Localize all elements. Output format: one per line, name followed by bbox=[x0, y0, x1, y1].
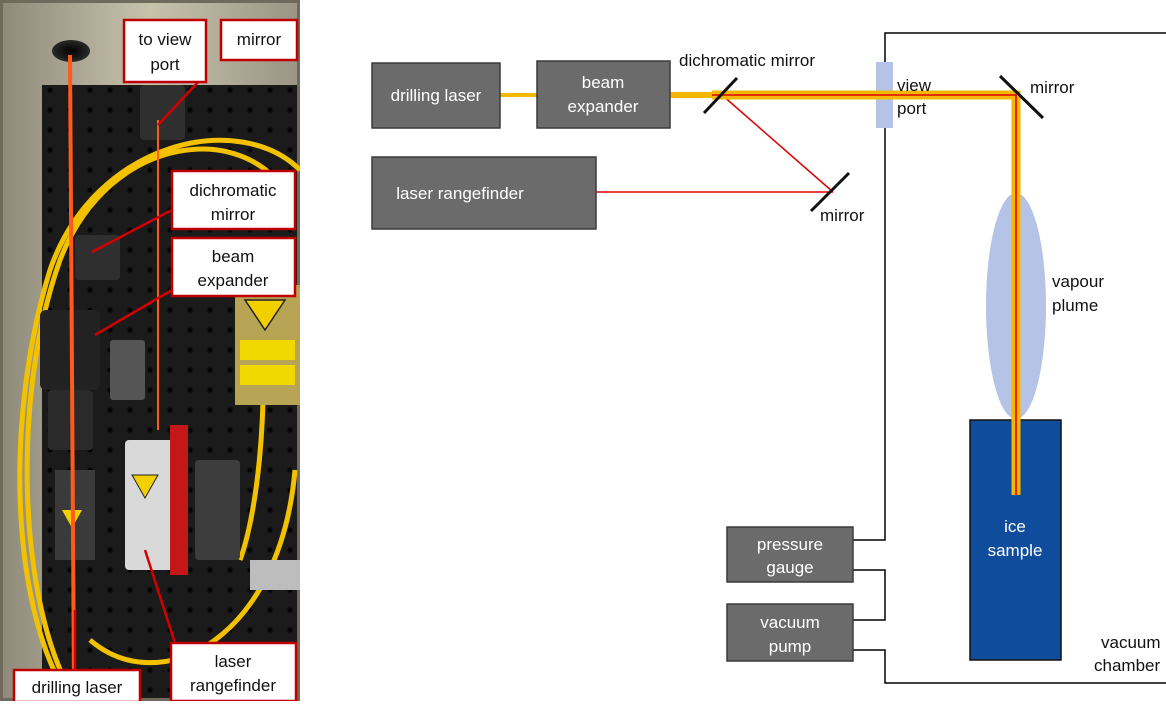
clamp bbox=[250, 560, 300, 590]
ice-sample-label-line2: sample bbox=[988, 541, 1043, 560]
photo-panel: to view port mirror dichromatic mirror b… bbox=[0, 0, 300, 701]
label-beam-expander-line2: expander bbox=[198, 271, 269, 290]
beam-expander-label-line2: expander bbox=[568, 97, 639, 116]
warning-sticker-2 bbox=[240, 365, 295, 385]
pressure-gauge-label-line2: gauge bbox=[766, 558, 813, 577]
schematic-panel: drilling laser beam expander laser range… bbox=[372, 33, 1166, 683]
label-dichromatic-line1: dichromatic bbox=[190, 181, 277, 200]
dichromatic-mirror-label: dichromatic mirror bbox=[679, 51, 815, 70]
vapour-plume-label-line2: plume bbox=[1052, 296, 1098, 315]
warning-sticker-1 bbox=[240, 340, 295, 360]
rangefinder-red-strap bbox=[170, 425, 188, 575]
rangefinder-mount bbox=[195, 460, 240, 560]
label-drilling-laser: drilling laser bbox=[32, 678, 123, 697]
beam-expander-label-line1: beam bbox=[582, 73, 625, 92]
beam-expander-block bbox=[537, 61, 670, 128]
rangefinder-beam-segment-2 bbox=[722, 95, 833, 192]
vacuum-pump-label-line2: pump bbox=[769, 637, 812, 656]
label-to-view-port-line1: to view bbox=[139, 30, 193, 49]
label-beam-expander-line1: beam bbox=[212, 247, 255, 266]
vacuum-chamber-label-line2: chamber bbox=[1094, 656, 1160, 675]
view-port-label-line1: view bbox=[897, 76, 932, 95]
drilling-beam bbox=[500, 95, 1016, 495]
ice-sample-label-line1: ice bbox=[1004, 517, 1026, 536]
vapour-plume-label-line1: vapour bbox=[1052, 272, 1104, 291]
label-rangefinder-line2: rangefinder bbox=[190, 676, 276, 695]
vacuum-pump-label-line1: vacuum bbox=[760, 613, 820, 632]
drilling-laser-label: drilling laser bbox=[391, 86, 482, 105]
mirror-top-label: mirror bbox=[1030, 78, 1075, 97]
laser-rangefinder-label: laser rangefinder bbox=[396, 184, 524, 203]
view-port-label-line2: port bbox=[897, 99, 927, 118]
mirror-bottom-label: mirror bbox=[820, 206, 865, 225]
label-mirror: mirror bbox=[237, 30, 282, 49]
label-dichromatic-line2: mirror bbox=[211, 205, 256, 224]
mirror-mount bbox=[140, 85, 185, 140]
vacuum-chamber-label-line1: vacuum bbox=[1101, 633, 1161, 652]
stage-mount bbox=[110, 340, 145, 400]
label-rangefinder-line1: laser bbox=[215, 652, 252, 671]
gauge-pump-connection bbox=[853, 570, 885, 620]
label-to-view-port-line2: port bbox=[150, 55, 180, 74]
pressure-gauge-label-line1: pressure bbox=[757, 535, 823, 554]
